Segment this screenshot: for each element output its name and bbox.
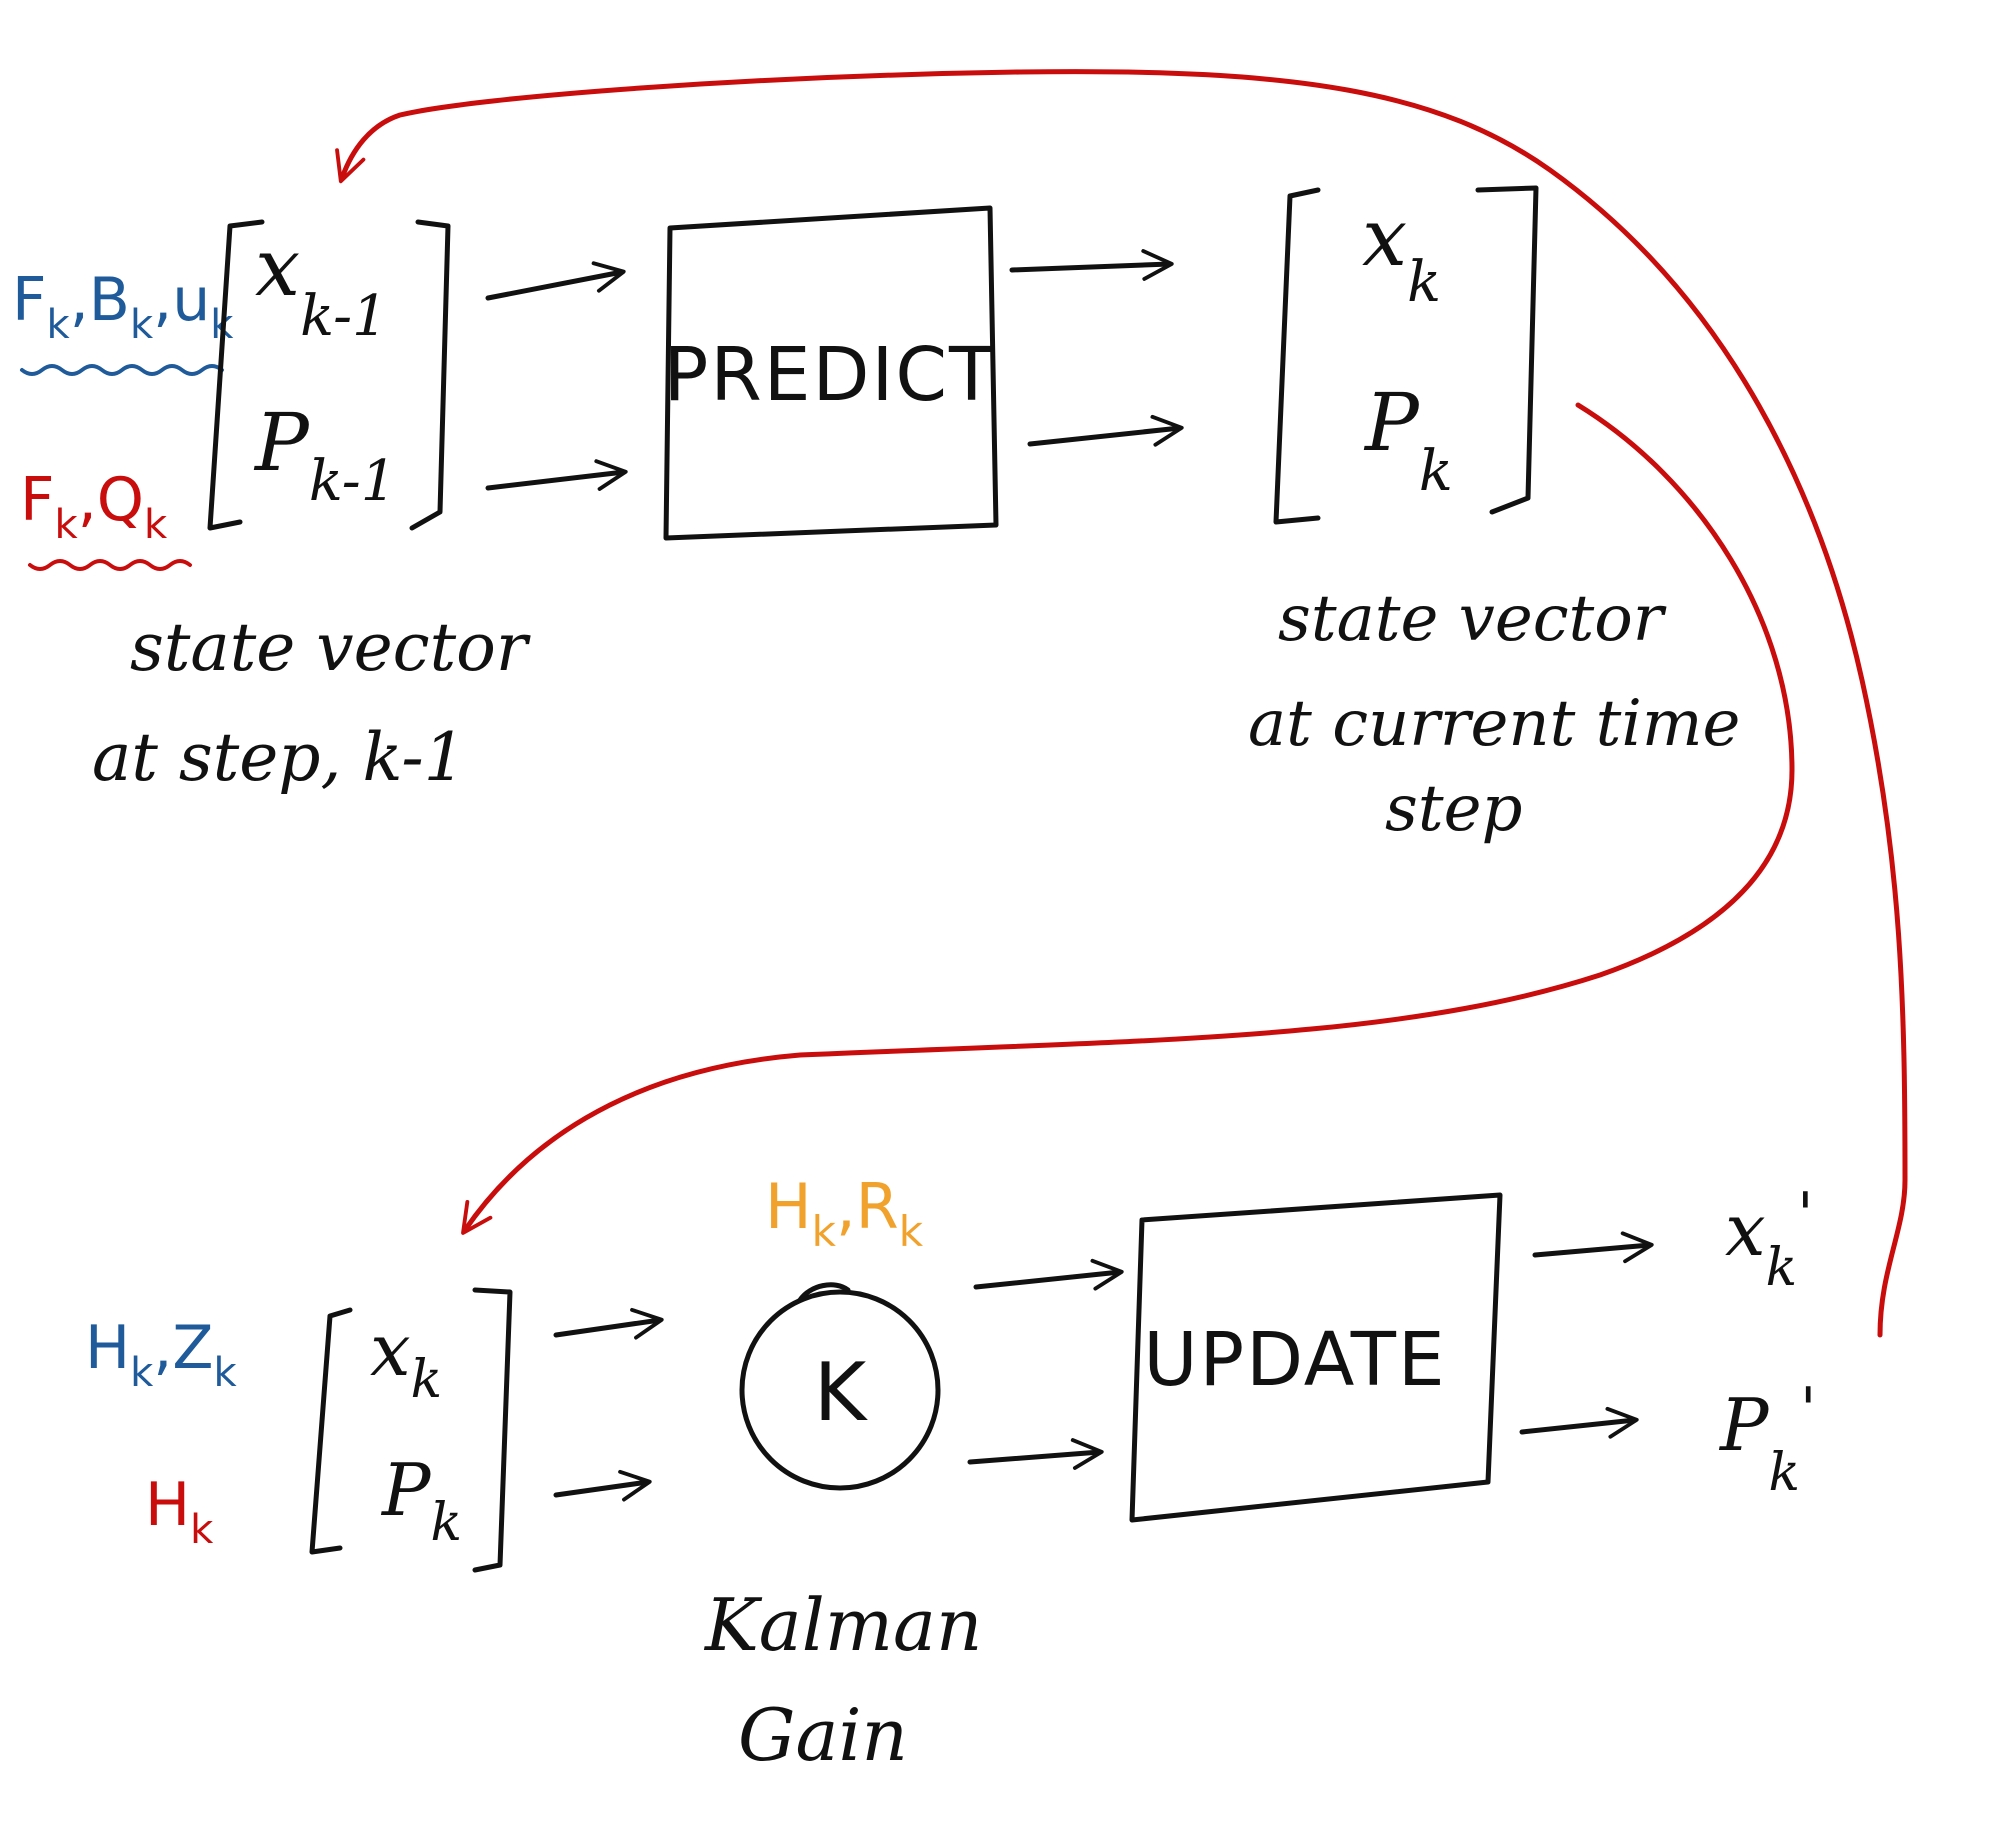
- state-k-1-caption-line2: at step, k-1: [92, 719, 466, 796]
- predicted-state-x: xk: [370, 1308, 442, 1410]
- kalman-gain-inputs: Hk,Rk: [765, 1170, 924, 1256]
- arrow-predicted-to-update-stage: [461, 402, 1795, 1235]
- state-k-caption-line1: state vector: [1278, 582, 1667, 656]
- update-inputs-covariance: Hk: [145, 1470, 214, 1553]
- arrow-x-to-predict: [485, 261, 626, 301]
- arrow-kalman-to-update-bottom: [967, 1438, 1104, 1470]
- kalman-gain-caption-line1: Kalman: [703, 1583, 982, 1667]
- kalman-gain-caption-line2: Gain: [738, 1693, 908, 1777]
- prediction-inputs-covariance-underline: [28, 559, 192, 571]
- prediction-inputs-state-underline: [20, 364, 224, 376]
- arrow-predict-to-x: [1009, 249, 1174, 281]
- arrow-kalman-to-update-top: [973, 1258, 1124, 1291]
- update-inputs-state: Hk,Zk: [85, 1313, 237, 1396]
- state-k-x: xk: [1362, 191, 1441, 315]
- state-k-1-caption-line1: state vector: [130, 609, 531, 686]
- prediction-inputs-covariance: Fk,Qk: [20, 465, 168, 548]
- state-k-1-x: xk-1: [255, 221, 388, 349]
- arrow-p-to-predict: [485, 459, 628, 491]
- updated-state-p: Pk': [1718, 1375, 1816, 1503]
- kalman-gain-circle-overlap: [797, 1282, 851, 1303]
- kalman-gain-circle: [739, 1289, 941, 1491]
- state-k-left-bracket: [1273, 187, 1321, 525]
- predicted-state-left-bracket: [309, 1307, 353, 1555]
- predict-box: [663, 205, 999, 541]
- predict-label: PREDICT: [664, 332, 996, 418]
- state-k-1-left-bracket: [207, 219, 265, 531]
- updated-state-x: xk': [1725, 1180, 1814, 1298]
- prediction-inputs-state: Fk,Bk,uk: [12, 265, 234, 348]
- predicted-state-right-bracket: [472, 1287, 513, 1573]
- state-k-caption-line2: at current time: [1248, 687, 1740, 761]
- state-k-right-bracket: [1475, 185, 1539, 515]
- arrow-update-to-p: [1519, 1406, 1639, 1439]
- state-k-p: Pk: [1363, 376, 1453, 504]
- feedback-arrow-to-previous-state: [335, 69, 1908, 1338]
- update-label: UPDATE: [1143, 1317, 1446, 1403]
- arrow-update-to-x: [1532, 1231, 1654, 1264]
- update-box: [1129, 1192, 1503, 1523]
- state-k-1-p: Pk-1: [253, 396, 396, 514]
- kalman-gain-symbol: K: [814, 1346, 869, 1439]
- predicted-state-p: Pk: [380, 1448, 462, 1553]
- arrow-p-to-kalman: [553, 1469, 652, 1502]
- state-k-caption-line3: step: [1385, 772, 1522, 846]
- arrow-predict-to-p: [1027, 414, 1184, 447]
- arrow-x-to-kalman: [553, 1307, 664, 1340]
- state-k-1-right-bracket: [409, 219, 451, 531]
